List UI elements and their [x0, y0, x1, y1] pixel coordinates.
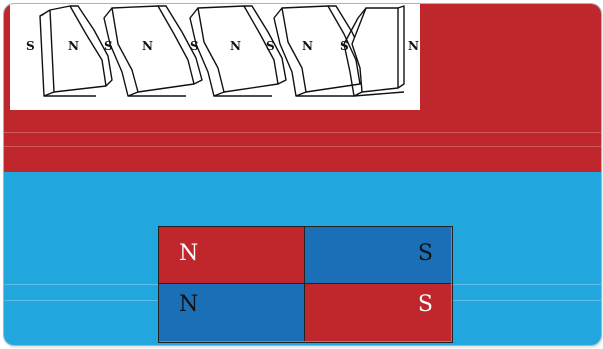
pole-label-n: N: [230, 39, 241, 53]
red-band-rule: [4, 146, 601, 147]
pole-cell-bottom-right: S: [305, 284, 451, 341]
pole-label-n: N: [142, 39, 153, 53]
magnet-segment: [104, 6, 202, 96]
pole-cell-label: N: [179, 243, 198, 265]
pole-label-n: N: [302, 39, 313, 53]
pole-label-s: S: [104, 39, 113, 53]
red-band-rule: [4, 132, 601, 133]
pole-label-s: S: [266, 39, 275, 53]
broken-magnet-drawing: S N S N S N S N S N: [10, 4, 420, 110]
red-band: S N S N S N S N S N: [4, 4, 601, 172]
pole-cell-label: N: [179, 294, 198, 316]
pole-cell-top-left: N: [159, 227, 305, 284]
pole-cell-label: S: [418, 243, 433, 265]
pole-cell-top-right: S: [305, 227, 451, 284]
pole-label-n: N: [408, 39, 419, 53]
pole-label-s: S: [26, 39, 35, 53]
broken-magnet-figure: S N S N S N S N S N: [10, 4, 420, 110]
pole-label-n: N: [68, 39, 79, 53]
pole-cell-bottom-left: N: [159, 284, 305, 341]
pole-grid: N S N S: [158, 226, 453, 343]
pole-label-s: S: [190, 39, 199, 53]
diagram-card: S N S N S N S N S N N S N S: [4, 4, 601, 345]
pole-label-s: S: [340, 39, 349, 53]
pole-cell-label: S: [418, 294, 433, 316]
